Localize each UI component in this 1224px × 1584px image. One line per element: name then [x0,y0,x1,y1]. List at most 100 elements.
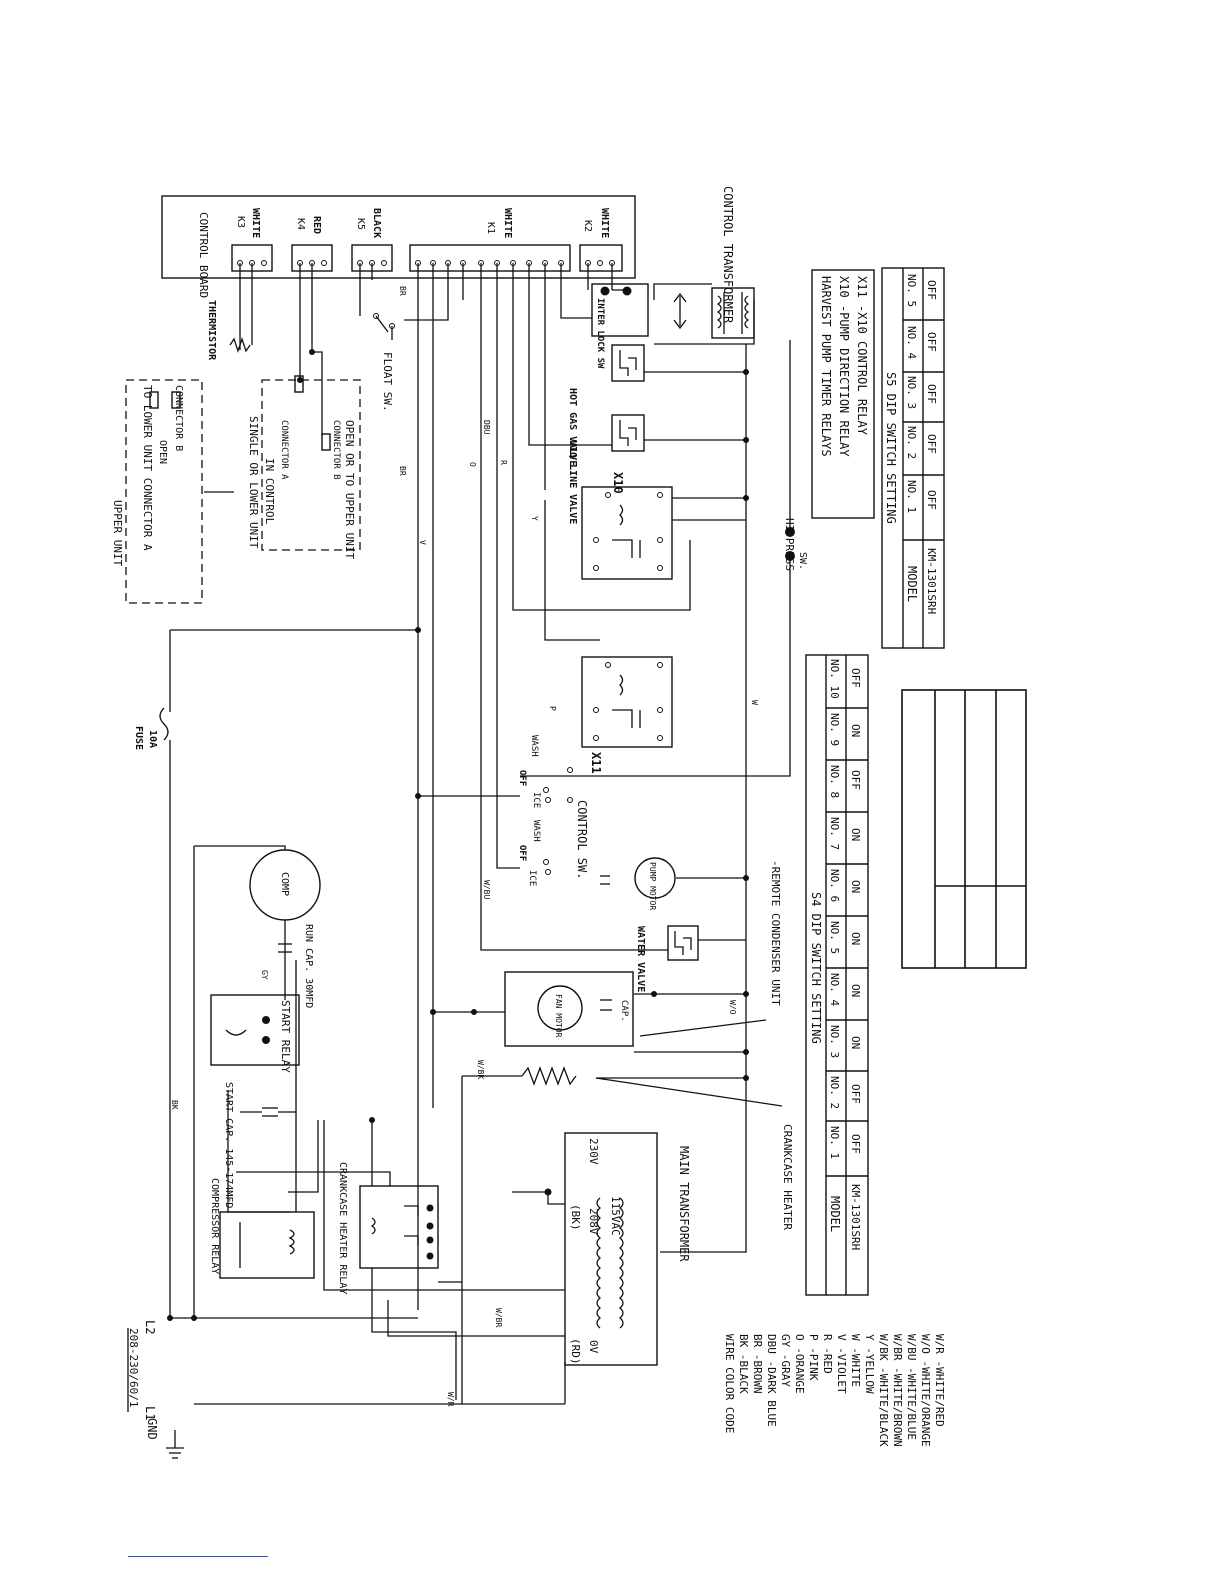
pump-motor-label: PUMP MOTOR [648,862,657,910]
s4-h0: MODEL [828,1196,842,1232]
wire-code-item-14: W/R -WHITE/RED [933,1334,946,1427]
run-cap-label: RUN CAP. 30MFD [303,924,314,1008]
k4-label: K4 [295,218,306,230]
relay-x11: X11 [581,656,673,774]
hi-press-switch: HI-PRESS SW. [783,518,808,571]
connector-b-label: CONNECTOR B [173,385,184,451]
wire-label-wbu-1: W/BU [482,880,491,899]
s4-r6: ON [849,880,862,893]
xfmr-115vac: 115VAC [609,1196,622,1236]
xfmr-tap-bk: (BK) [569,1204,582,1231]
s4-h7: NO. 7 [828,817,841,850]
wire-color-code: WIRE COLOR CODE BK -BLACK BR -BROWN DBU … [723,1334,946,1447]
float-sw-label: FLOAT SW. [381,352,394,412]
wire-code-item-6: R -RED [821,1334,834,1374]
s4-h8: NO. 8 [828,765,841,798]
power-supply: 208-230/60/1 L1 L2 GND [127,1320,184,1459]
crankcase-heater-relay: CRANKCASE HEATER RELAY [337,1162,439,1294]
crankcase-heater-label: CRANKCASE HEATER [781,1124,794,1230]
s5-dip-table: S5 DIP SWITCH SETTING MODEL NO. 1 NO. 2 … [881,267,945,649]
wire-label-r-1: R [499,460,508,465]
wire-code-item-13: W/O -WHITE/ORANGE [919,1334,932,1447]
to-lower-label: TO LOWER UNIT CONNECTOR A [141,385,154,551]
wire-label-wo-1: W/O [728,1000,737,1015]
k1-pins [415,260,564,266]
control-sw-label: CONTROL SW. [575,800,589,879]
thermistor: THERMISTOR [206,300,251,361]
start-cap: START CAP. 145-174MFD [223,1082,278,1208]
s5-h5: NO. 5 [905,274,918,307]
wire-code-item-11: W/BR -WHITE/BROWN [891,1334,904,1447]
wire-label-gy-1: GY [260,970,269,980]
board-title: CONTROL BOARD [197,212,210,298]
relay-x10: X10 [581,472,673,580]
fuse: FUSE 10A [133,707,169,750]
k1-color: WHITE [502,208,513,238]
s4-h10: NO. 10 [828,659,841,699]
crankcase-heater: CRANKCASE HEATER [521,1066,794,1230]
wire-code-item-8: W -WHITE [849,1334,862,1387]
wire-label-y-1: Y [530,516,539,521]
wire-code-item-5: P -PINK [807,1334,820,1381]
l2-label: L2 [143,1320,157,1334]
in-control-label: IN CONTROL [263,458,276,525]
fan-motor-label: FAN MOTOR [554,994,563,1038]
k3-label: K3 [235,216,246,228]
relay-legend-l1: HARVEST PUMP TIMER RELAYS [819,276,833,457]
fuse-rating: 10A [147,730,158,748]
wire-label-dbu-1: DBU [482,420,491,435]
wire-label-bk-1: BK [170,1100,179,1110]
xfmr-230v: 230V [587,1138,600,1165]
k5-color: BLACK [371,208,382,238]
s4-r0: KM-1301SRH [849,1184,862,1250]
open-or-upper-label: OPEN OR TO UPPER UNIT [343,420,356,559]
wire-label-o-1: O [468,462,477,467]
s4-h3: NO. 3 [828,1025,841,1058]
ctrl-sw-off2: OFF [517,845,527,861]
s4-r1: OFF [849,1134,862,1154]
upper-unit-box: UPPER UNIT TO LOWER UNIT CONNECTOR A OPE… [111,379,203,604]
x11-label: X11 [589,752,603,774]
s4-r10: OFF [849,668,862,688]
comp-label: COMP [279,872,290,896]
wire-label-br-1: BR [398,286,407,296]
s5-r0: KM-1301SRH [925,548,938,614]
wire-label-p-1: P [548,706,557,711]
wiring [167,263,791,1405]
s4-r9: ON [849,724,862,737]
open-label: OPEN [157,440,168,464]
wire-color-labels: BR V BR O DBU R Y P W BK GY W/BK W/R W/B… [170,286,759,1407]
s5-h2: NO. 2 [905,426,918,459]
ctrl-sw-off1: OFF [517,770,527,786]
s5-h0: MODEL [905,566,919,602]
s4-dip-table: S4 DIP SWITCH SETTING MODEL NO. 1 NO. 2 … [805,654,869,1296]
wire-code-item-9: Y -YELLOW [863,1334,876,1394]
water-valve: WATER VALVE [635,925,699,992]
s4-h9: NO. 9 [828,713,841,746]
pump-motor: PUMP MOTOR [600,857,676,910]
xfmr-0v: 0V [587,1340,600,1354]
wire-code-item-1: BR -BROWN [751,1334,764,1394]
wire-code-item-7: V -VIOLET [835,1334,848,1394]
wire-code-item-12: W/BU -WHITE/BLUE [905,1334,918,1440]
cap-label: CAP. [619,1000,629,1022]
xfmr-tap-rd: (RD) [569,1338,582,1365]
hi-press-sw-label: SW. [797,552,808,570]
interlock-label: INTER LOCK SW [595,298,605,369]
ctrl-sw-ice2: ICE [527,870,537,886]
l1-label: L1 [143,1406,157,1420]
remote-condenser-label: -REMOTE CONDENSER UNIT [769,860,782,1006]
wire-code-item-10: W/BK -WHITE/BLACK [877,1334,890,1447]
relay-legend-l2: X10 -PUMP DIRECTION RELAY [837,276,851,457]
start-relay-label: START RELAY [279,1000,292,1073]
s5-r5: OFF [925,280,938,300]
relay-legend-l3: X11 -X10 CONTROL RELAY [855,276,869,436]
crankcase-heater-relay-label: CRANKCASE HEATER RELAY [337,1162,348,1294]
s5-h1: NO. 1 [905,480,918,513]
s4-title: S4 DIP SWITCH SETTING [809,892,823,1044]
wire-code-item-4: O -ORANGE [793,1334,806,1394]
start-relay: START RELAY [210,994,300,1073]
main-transformer-label: MAIN TRANSFORMER [677,1146,691,1262]
xfmr-208v: 208V [587,1208,600,1235]
